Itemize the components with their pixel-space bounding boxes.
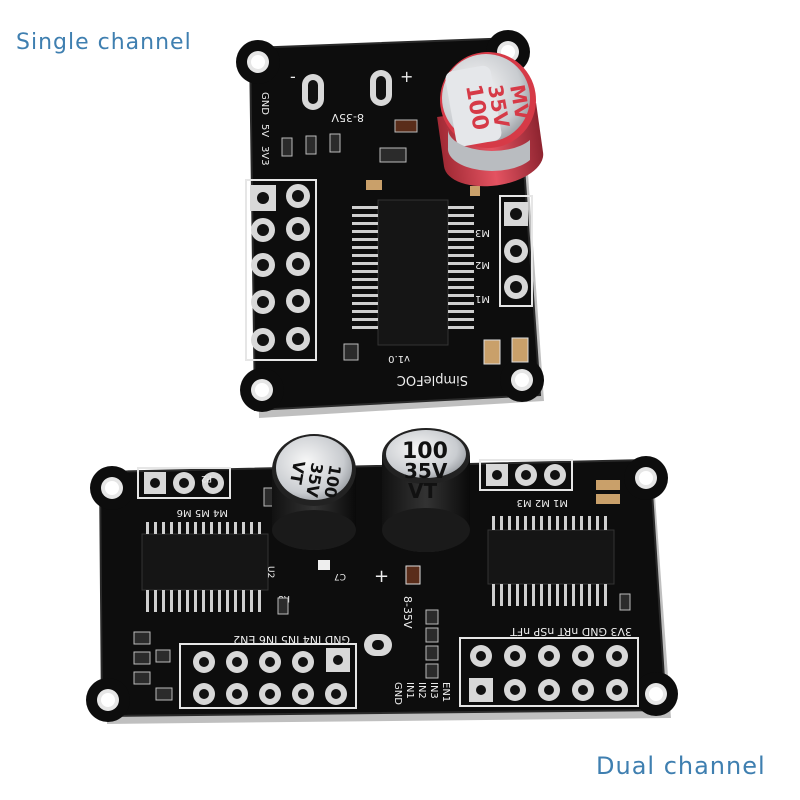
capacitor-right-series: VT bbox=[408, 479, 437, 503]
motor-output-pads bbox=[499, 195, 533, 307]
motor-pads-left bbox=[137, 467, 231, 499]
mounting-hole-icon bbox=[97, 467, 667, 711]
c7-label: C7 bbox=[334, 571, 346, 581]
capacitor-left-series: VT bbox=[286, 459, 309, 485]
minus-label: - bbox=[290, 67, 296, 86]
voltage-range-label: 8-35V bbox=[331, 111, 364, 124]
pin-gnd-label: GND bbox=[259, 92, 270, 115]
caption-single-channel: Single channel bbox=[16, 30, 192, 55]
capacitor-right-value: 100 bbox=[402, 439, 448, 464]
p2-label: P2 bbox=[201, 473, 212, 483]
pin-header-right-2x5 bbox=[459, 637, 639, 707]
motor-m3-label: M3 bbox=[475, 227, 490, 238]
mounting-hole-icon bbox=[247, 41, 533, 401]
plus-label: + bbox=[400, 67, 413, 86]
pin-5v-label: 5V bbox=[259, 124, 270, 137]
pin-3v3-label: 3V3 bbox=[259, 146, 270, 166]
capacitor-black-right: 100 35V VT bbox=[382, 428, 470, 552]
smd-components bbox=[281, 119, 480, 196]
capacitor-black-left: 100 35V VT bbox=[272, 434, 356, 550]
brand-label: SimpleFOC bbox=[397, 372, 468, 387]
in2-label: IN2 bbox=[416, 682, 427, 699]
single-channel-board: - + 8-35V GND 5V 3V3 bbox=[236, 30, 544, 418]
header-right-label: 3V3 GND nRT nSP nFT bbox=[510, 625, 632, 638]
in1-label: IN1 bbox=[404, 682, 415, 699]
power-input-pads bbox=[302, 70, 392, 110]
en1-label: EN1 bbox=[440, 682, 451, 702]
driver-ic-left bbox=[141, 522, 269, 612]
gnd-label: GND bbox=[392, 682, 403, 705]
motor-pads-right bbox=[479, 459, 573, 491]
header-left-label: GND IN4 IN5 IN6 EN2 bbox=[233, 633, 350, 646]
motor-m1-label: M1 bbox=[475, 293, 490, 304]
voltage-range-label: 8-35V bbox=[401, 596, 414, 629]
caption-dual-channel: Dual channel bbox=[596, 752, 766, 780]
u2-label: U2 bbox=[265, 566, 275, 578]
driver-ic-chip bbox=[352, 199, 474, 346]
dual-channel-board: M4 M5 M6 P2 M1 M2 M3 U2 R8 bbox=[86, 428, 678, 724]
motor-left-label: M4 M5 M6 bbox=[177, 507, 228, 518]
motor-m2-label: M2 bbox=[475, 259, 490, 270]
power-input-pad bbox=[364, 634, 392, 656]
driver-ic-right bbox=[487, 516, 615, 606]
capacitor-red-100uf: 100 35V MV bbox=[437, 51, 544, 187]
pin-header-2x5 bbox=[245, 179, 317, 361]
capacitor-right-voltage: 35V bbox=[404, 459, 448, 483]
smd-cluster bbox=[133, 609, 439, 701]
motor-right-label: M1 M2 M3 bbox=[517, 497, 568, 508]
version-label: v1.0 bbox=[388, 353, 410, 364]
pin-header-left-2x5 bbox=[179, 643, 357, 709]
plus-label: + bbox=[374, 566, 389, 587]
in3-label: IN3 bbox=[428, 682, 439, 699]
